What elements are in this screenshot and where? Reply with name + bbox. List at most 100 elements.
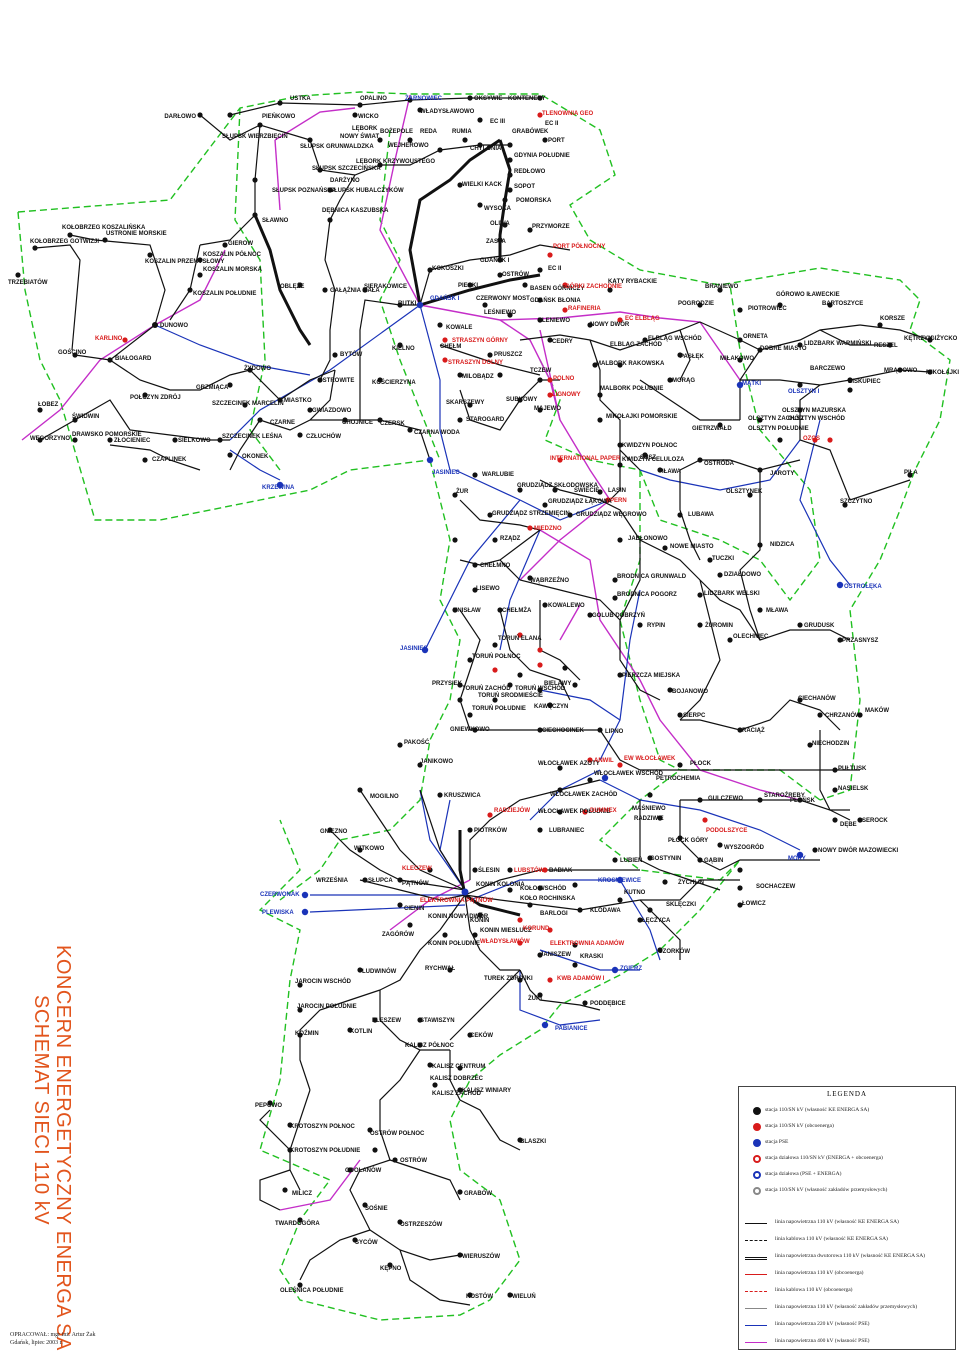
station-label: POLNO	[553, 376, 575, 382]
station-label: KLECZEW	[402, 866, 432, 872]
legend-line-label: linia napowietrzna 110 kV (własność KE E…	[775, 1219, 899, 1225]
station-label: KROTOSZYN POŁUDNIE	[290, 1148, 360, 1154]
station-label: KOSZALIN PÓŁNOC	[203, 250, 262, 258]
station-label: KOSTÓW	[466, 1292, 493, 1300]
station-label: KIELNO	[392, 346, 415, 352]
station-label: ODOLANÓW	[345, 1166, 382, 1174]
station-label: GÓROWO IŁAWECKIE	[776, 290, 840, 298]
station-label: LUBAWA	[688, 512, 715, 518]
station-label: KOŁOBRZEG KOSZALIŃSKA	[62, 223, 146, 231]
station-label: ŻARNOWIEC	[405, 95, 443, 102]
legend-line-symbol	[745, 1342, 767, 1343]
station-label: LASIN	[608, 488, 626, 494]
station-label: MORY	[788, 856, 806, 862]
station-label: KĘTRZYN	[904, 336, 932, 342]
lines-220kv	[154, 304, 851, 1026]
station-label: TUREK ZDROJKI	[484, 976, 533, 982]
station-label: JAROCIN POŁUDNIE	[297, 1004, 357, 1010]
title-line-1: KONCERN ENERGETYCZNY ENERGA SA	[52, 945, 74, 1351]
station-label: SEROCK	[862, 818, 888, 824]
station-label: GRABÓW	[464, 1189, 492, 1197]
station-label: ŻYCHLIN	[678, 879, 704, 886]
legend-station-symbol	[753, 1107, 761, 1115]
station-label: KRASKI	[580, 954, 603, 960]
station-label: POŁCZYN ZDRÓJ	[130, 393, 181, 401]
station-label: MILICZ	[292, 1191, 312, 1197]
station-label: KONIN KOLONIA	[476, 882, 525, 888]
station-label: WICKO	[358, 114, 379, 120]
legend-station-symbol	[753, 1171, 761, 1179]
station-label: KWB ADAMÓW I	[557, 974, 605, 982]
station-label: ORNETA	[743, 334, 769, 340]
station-label: WŁADYSŁAWÓW	[480, 937, 530, 945]
station-label: KONIN MIESLUCZ	[480, 928, 532, 934]
station-label: UNISŁAW	[453, 608, 481, 614]
station-label: JAROCIN WSCHÓD	[295, 977, 352, 985]
station-label: RUMIA	[452, 129, 472, 135]
legend-line-label: linia kablowa 110 kV (obcoenerga)	[775, 1287, 853, 1293]
station-label: BLASZKI	[520, 1139, 546, 1145]
author-credit: OPRACOWAŁ: mgr inż. Artur Żak Gdańsk, li…	[10, 1331, 96, 1347]
credit-date: Gdańsk, lipiec 2003 r.	[10, 1340, 63, 1346]
station-label: LUBIEŃ	[620, 856, 642, 864]
legend-line-row: linia kablowa 110 kV (obcoenerga)	[739, 1285, 955, 1297]
station-label: MAJEWO	[534, 406, 561, 412]
station-label: KĘPNO	[380, 1266, 402, 1272]
station-label: MIEDZNO	[534, 526, 562, 532]
station-label: TORUŃ SRODMIEŚCIE	[478, 691, 543, 699]
diagram-title: KONCERN ENERGETYCZNY ENERGA SA SCHEMAT S…	[26, 945, 76, 1351]
station-label: ŚLESIN	[478, 867, 500, 874]
station-label: SŁUPSK POZNAŃSKA	[272, 186, 337, 194]
station-label: ŻUKI	[528, 995, 542, 1002]
station-label: EC ELBLĄG	[625, 316, 660, 322]
station-label: SŁUPSK WIERZBIĘCIN	[222, 134, 288, 140]
station-label: NOWE MIASTO	[670, 544, 714, 550]
station-label: PĄTNÓW	[402, 879, 429, 887]
station-label: PIECKI	[458, 283, 478, 289]
station-label: PETROCHEMIA	[656, 776, 701, 782]
station-label: NASIELSK	[838, 786, 869, 792]
station-label: WARLUBIE	[482, 472, 514, 478]
credit-author: OPRACOWAŁ: mgr inż. Artur Żak	[10, 1332, 96, 1338]
station-label: IŁAWA	[662, 469, 682, 475]
legend-line-symbol	[745, 1291, 767, 1292]
station-label: ELBLĄG WSCHÓD	[648, 334, 702, 342]
station-label: BARCZEWO	[810, 366, 846, 372]
station-label: SOPOT	[514, 184, 535, 190]
station-label: GOLUB DOBRZYŃ	[592, 611, 645, 619]
station-label: NOWY ŚWIAT	[340, 133, 379, 140]
station-label: MAKÓW	[865, 706, 889, 714]
station-label: SŁUPSK GRUNWALDZKA	[300, 144, 374, 150]
station-label: GDAŃSK I	[480, 256, 510, 264]
station-label: KONTENERY	[508, 96, 545, 102]
legend-station-label: stacja 110/SN kV (własność zakładów prze…	[765, 1187, 888, 1193]
station-label: BRANIEWO	[705, 284, 739, 290]
legend-line-symbol	[745, 1274, 767, 1275]
station-label: SKLĘCZKI	[666, 902, 696, 908]
station-label: KOWALE	[446, 325, 472, 331]
station-label: OSTRÓW	[502, 270, 529, 278]
station-label: KWIDZYN POŁNOC	[622, 443, 678, 449]
station-label: OLECHNIEC	[733, 634, 769, 640]
station-label: KOSZALIN POŁUDNIE	[193, 291, 256, 297]
station-label: POGRODZIE	[678, 301, 714, 307]
station-label: ELEKTROWNIA ADAMÓW	[550, 939, 625, 947]
station-label: PABIANICE	[555, 1026, 588, 1032]
station-label: WŁOCŁAWEK AZOTY	[538, 761, 600, 767]
station-label: RESZEL	[874, 343, 898, 349]
station-label: WĄBRZEŹNO	[530, 576, 569, 584]
station-label: CHEŁMNO	[480, 563, 511, 569]
station-label: STAROŹREBY	[764, 791, 805, 799]
station-label: KOSZALIN MORSKA	[203, 267, 263, 273]
station-label: ŻUR	[456, 488, 469, 495]
legend-line-label: linia napowietrzna 110 kV (własność zakł…	[775, 1304, 918, 1310]
legend-station-label: stacja działowa 110/SN kV (ENERGA + obco…	[765, 1155, 883, 1161]
station-label: BASEN GÓRNICZY	[530, 284, 584, 292]
station-label: OSTROWITE	[318, 378, 354, 384]
lines-400kv	[21, 94, 801, 1211]
station-label: BRODNICA GRUNWALD	[617, 574, 687, 580]
station-label: JANIKOWO	[420, 759, 453, 765]
station-label: RADZIWIE	[634, 816, 664, 822]
